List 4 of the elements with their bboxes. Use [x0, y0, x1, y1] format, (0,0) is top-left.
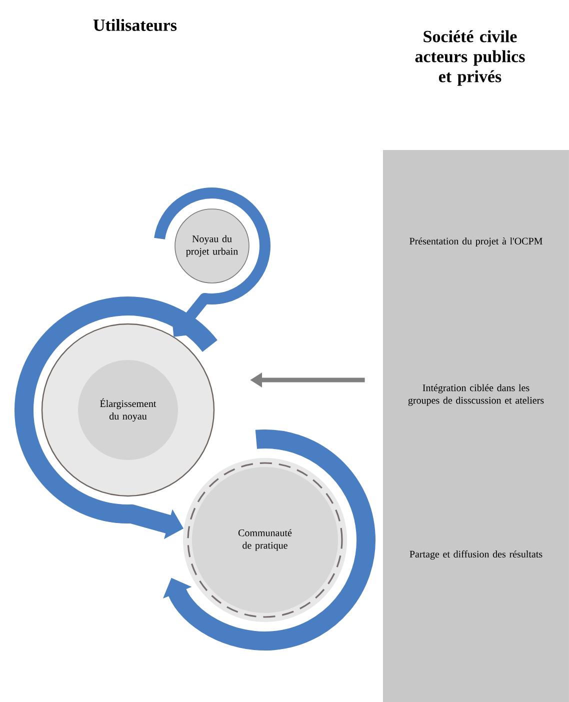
- actors-panel: Présentation du projet à l'OCPM Intégration ciblée dans les groupes de disscussion et ateliers Partage et diffusion des résultats: [383, 150, 569, 702]
- cycle-arrow: [162, 430, 376, 650]
- column-heading: Société civile acteurs publics et privés: [415, 30, 525, 86]
- column-heading: Utilisateurs: [93, 19, 177, 31]
